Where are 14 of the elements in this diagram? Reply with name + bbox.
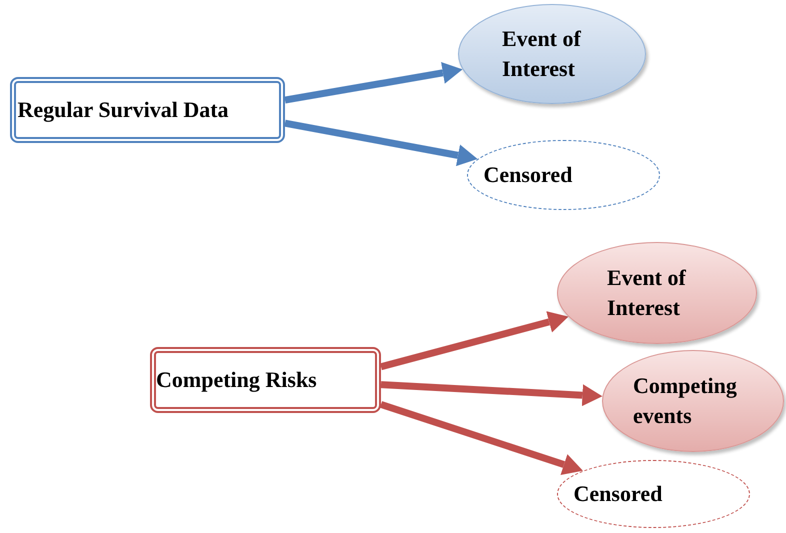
node-label: Regular Survival Data [18, 96, 229, 124]
rectangle-box [150, 347, 381, 413]
arrow [380, 311, 568, 370]
node-label: Competing events [633, 372, 738, 430]
rectangle-box [10, 77, 285, 143]
node-label: Censored [484, 161, 572, 189]
arrow [380, 401, 583, 475]
node-label: Event of Interest [502, 25, 582, 83]
arrow [380, 381, 602, 406]
node-label: Event of Interest [607, 264, 687, 322]
node-label: Censored [574, 480, 662, 508]
node-label: Competing Risks [156, 366, 317, 394]
arrow [284, 62, 463, 104]
arrow [284, 120, 478, 166]
